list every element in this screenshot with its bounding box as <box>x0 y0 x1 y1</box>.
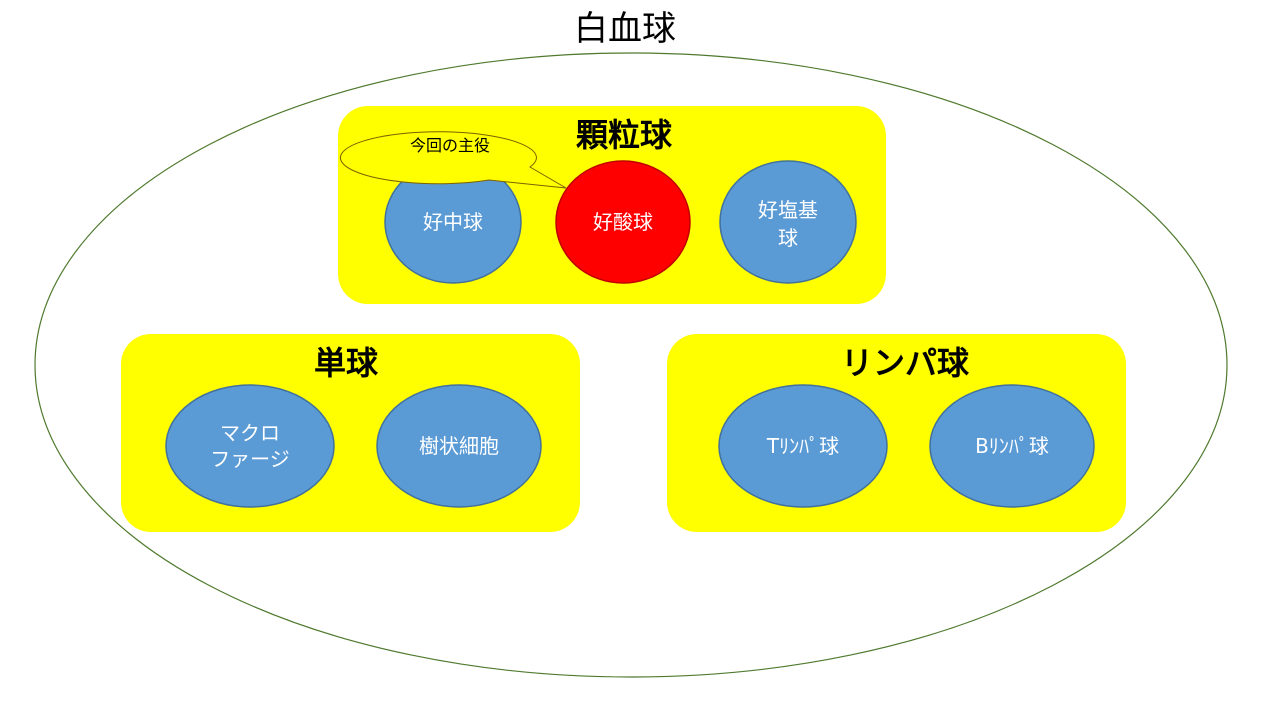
leukocyte-outer-ellipse <box>34 52 1228 678</box>
macrophage-label-line1: マクロ <box>220 421 280 445</box>
lymphocyte-group: リンパ球 Tﾘﾝﾊﾟ球 Bﾘﾝﾊﾟ球 <box>667 334 1126 532</box>
lymphocyte-title: リンパ球 <box>841 344 970 382</box>
diagram-title: 白血球 <box>574 9 676 49</box>
t-lymphocyte-cell <box>718 384 888 508</box>
t-lymphocyte-label: Tﾘﾝﾊﾟ球 <box>766 434 839 458</box>
b-lymphocyte-cell <box>929 384 1095 508</box>
basophil-label-line1: 好塩基 <box>758 198 818 222</box>
dendritic-cell <box>376 384 542 508</box>
macrophage-cell <box>165 384 335 508</box>
b-lymphocyte-label: Bﾘﾝﾊﾟ球 <box>975 434 1049 458</box>
dendritic-label: 樹状細胞 <box>419 434 499 458</box>
callout-bubble <box>339 131 567 189</box>
monocyte-group: 単球 マクロ ファージ 樹状細胞 <box>121 334 580 532</box>
eosinophil-label: 好酸球 <box>593 210 653 234</box>
granulocyte-group: 顆粒球 好中球 好酸球 好塩基 球 今回の主役 <box>338 106 886 304</box>
basophil-cell <box>719 160 857 284</box>
callout-text: 今回の主役 <box>410 136 490 155</box>
basophil-label-line2: 球 <box>778 226 798 250</box>
granulocyte-title: 顆粒球 <box>576 116 673 154</box>
monocyte-title: 単球 <box>314 344 379 382</box>
eosinophil-cell <box>555 160 691 284</box>
macrophage-label-line2: ファージ <box>210 447 290 471</box>
neutrophil-label: 好中球 <box>423 210 483 234</box>
